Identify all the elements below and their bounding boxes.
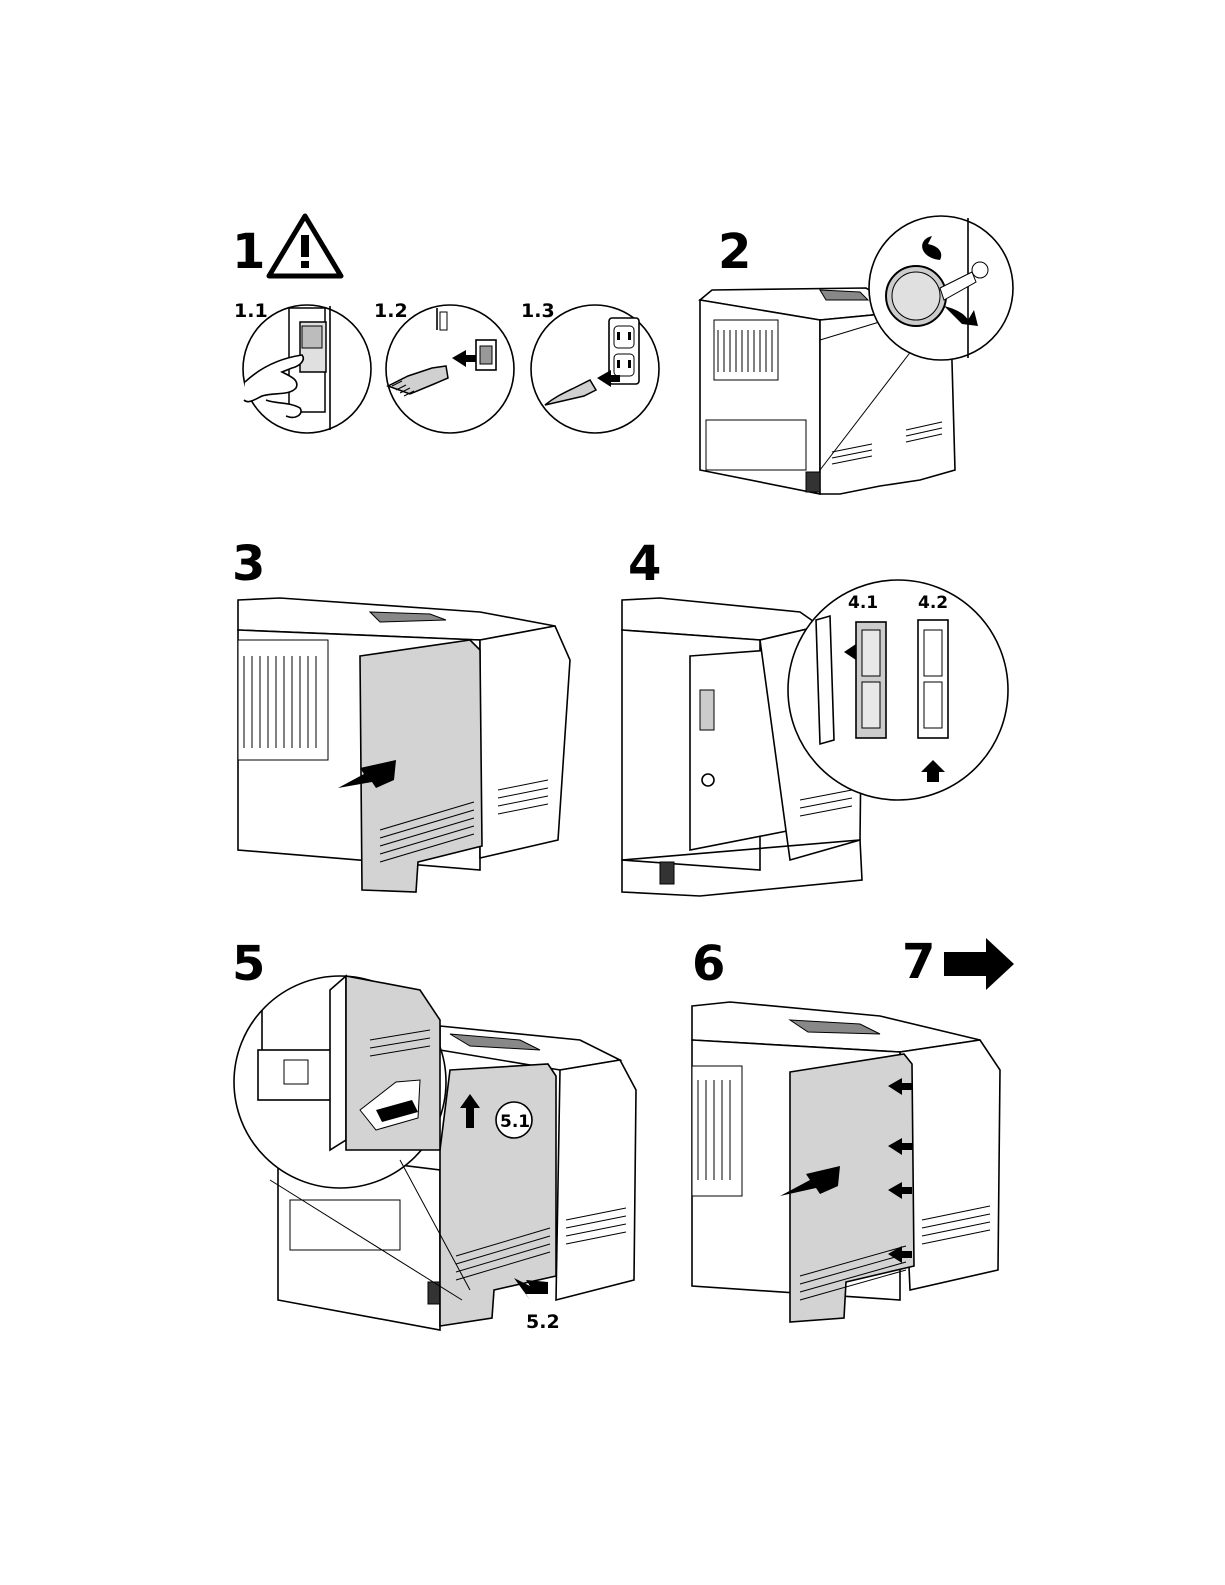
step-1-number: 1 — [232, 224, 265, 280]
step-6-number: 6 — [692, 936, 725, 992]
step-1-1-label: 1.1 — [234, 300, 268, 322]
step-4-1-label: 4.1 — [848, 593, 878, 613]
next-page-arrow-icon — [944, 938, 1014, 990]
panel-closed-illustration — [692, 1002, 1000, 1322]
power-switch-illustration — [243, 305, 371, 433]
step-7: 7 — [902, 934, 1014, 990]
wall-outlet-illustration — [531, 305, 659, 433]
side-panel-removal-illustration — [238, 598, 570, 892]
printer-cord-illustration — [386, 305, 514, 433]
screw-removal-callout — [869, 216, 1013, 360]
step-3: 3 — [232, 536, 570, 892]
step-5-number: 5 — [232, 936, 265, 992]
memory-callout: 4.1 4.2 — [788, 580, 1008, 800]
step-4-number: 4 — [628, 536, 661, 592]
step-4: 4 4.1 4.2 — [622, 536, 1008, 896]
step-5: 5 5.1 5.2 — [232, 936, 636, 1333]
step-1-2-label: 1.2 — [374, 300, 408, 322]
step-5-1-label: 5.1 — [500, 1112, 530, 1132]
step-1-3-label: 1.3 — [521, 300, 555, 322]
step-6: 6 — [692, 936, 1000, 1322]
step-3-number: 3 — [232, 536, 265, 592]
warning-triangle-icon — [269, 216, 341, 276]
step-2-number: 2 — [718, 224, 751, 280]
step-7-number: 7 — [902, 934, 935, 990]
step-2: 2 — [700, 216, 1013, 494]
step-1: 1 1.1 1.2 1.3 — [232, 216, 659, 433]
step-4-2-label: 4.2 — [918, 593, 948, 613]
step-5-2-label: 5.2 — [526, 1311, 560, 1333]
